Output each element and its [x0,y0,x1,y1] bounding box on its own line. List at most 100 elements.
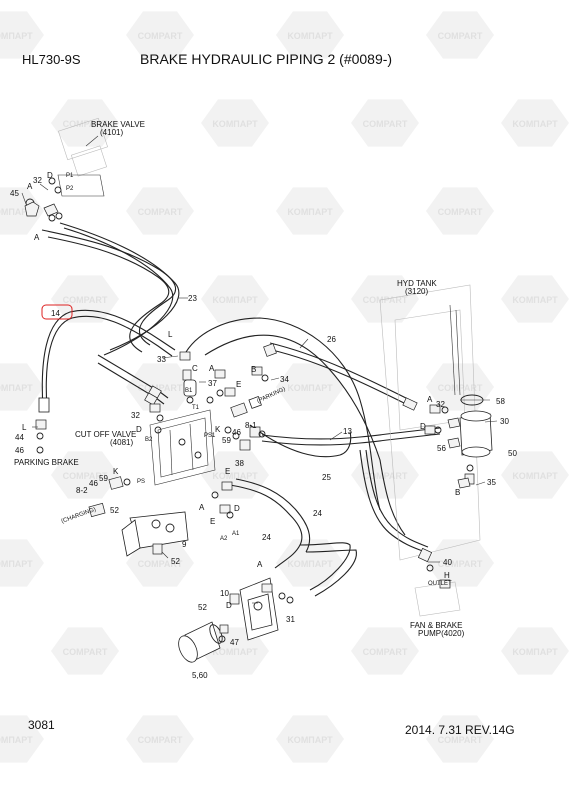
watermark-tile: KOMПАРТ [201,275,269,323]
watermark-tile: KOMПАРТ [201,451,269,499]
callout-a: A [34,233,40,242]
watermark-tile: KOMПАРТ [276,363,344,411]
watermark-text: COMPART [138,31,183,41]
watermark-text: COMPART [363,471,408,481]
watermark-text: COMPART [63,471,108,481]
watermark-tile: COMPART [426,539,494,587]
port-t1: T1 [192,405,200,411]
pump-label: FAN & BRAKE [410,621,462,630]
watermark-tile: KOMПАРТ [0,539,44,587]
hose-to-pump [359,449,429,553]
port-p2: P2 [66,186,74,192]
callout-k: K [215,425,221,434]
callout-e: E [236,380,241,389]
watermark-tile: KOMПАРТ [0,715,44,763]
cut-off-valve-label: CUT OFF VALVE [75,430,136,439]
left-fittings [35,403,164,518]
callout-34: 34 [280,375,289,384]
watermark-text: KOMПАРТ [212,471,258,481]
watermark-text: KOMПАРТ [287,31,333,41]
revision-date: 2014. 7.31 REV.14G [405,723,515,737]
bracket-9 [121,511,189,557]
callout-a: A [427,395,433,404]
model-code: HL730-9S [22,52,81,67]
watermark-text: COMPART [438,207,483,217]
watermark-tile: KOMПАРТ [201,627,269,675]
hose-26 [185,317,413,536]
callout-9: 9 [182,540,187,549]
callout-46: 46 [15,446,24,455]
watermark-text: KOMПАРТ [212,295,258,305]
watermark-text: COMPART [438,31,483,41]
hyd-tank-code: (3120) [405,287,428,296]
watermark-text: KOMПАРТ [0,383,33,393]
callout-52: 52 [110,506,119,515]
callout-b: B [251,365,256,374]
watermark-text: KOMПАРТ [0,31,33,41]
cut-off-valve-block [149,409,216,486]
port-b1: B1 [185,388,193,394]
accumulator-5 [178,621,229,663]
return-filter-30 [447,394,493,489]
watermark-text: COMPART [438,383,483,393]
port-b2: B2 [145,437,153,443]
watermark-text: COMPART [438,559,483,569]
callout-a: A [209,364,215,373]
callout-33: 33 [157,355,166,364]
callout-32: 32 [436,400,445,409]
callout-32: 32 [33,176,42,185]
watermark-tile: COMPART [126,539,194,587]
watermark-tile: KOMПАРТ [0,187,44,235]
watermark-tile: COMPART [126,715,194,763]
watermark-tile: KOMПАРТ [501,627,569,675]
callout-8-2: 8-2 [76,486,88,495]
callout-35: 35 [487,478,496,487]
page-title: BRAKE HYDRAULIC PIPING 2 (#0089-) [140,51,393,67]
watermark-text: KOMПАРТ [0,207,33,217]
labels: BRAKE VALVE (4101) HYD TANK (3120) CUT O… [10,120,517,680]
callout-58: 58 [496,397,505,406]
outlet-label: OUTLET [428,581,452,587]
callout-52: 52 [198,603,207,612]
callout-59: 59 [99,474,108,483]
watermark-text: KOMПАРТ [287,735,333,745]
watermark-text: KOMПАРТ [512,119,558,129]
callout-40: 40 [443,558,452,567]
callout-e: E [210,517,215,526]
watermark-text: COMPART [63,295,108,305]
callout-37: 37 [208,379,217,388]
watermark-text: COMPART [63,119,108,129]
hose-24 [229,478,357,597]
callout-56: 56 [437,444,446,453]
watermark-tile: KOMПАРТ [501,99,569,147]
callout-a: A [199,503,205,512]
pump-bracket-10 [229,577,294,641]
watermark-text: KOMПАРТ [287,383,333,393]
watermark-tile: COMPART [51,275,119,323]
parking-label: (PARKING) [256,386,286,404]
watermark-tile: KOMПАРТ [501,275,569,323]
watermark-text: COMPART [363,647,408,657]
callout-d: D [136,425,142,434]
callout-46: 46 [232,428,241,437]
watermark-text: COMPART [363,295,408,305]
callout-d: D [226,601,232,610]
watermark-tile: COMPART [351,627,419,675]
callout-a: A [27,182,33,191]
brake-valve-code: (4101) [100,128,123,137]
watermark-text: COMPART [138,383,183,393]
callout-59: 59 [222,436,231,445]
port-a1: A1 [232,531,240,537]
watermark-tile: COMPART [126,363,194,411]
callout-d: D [47,171,53,180]
watermark-text: COMPART [138,207,183,217]
brake-lines [97,354,169,406]
callout-d: D [420,422,426,431]
watermark-text: KOMПАРТ [287,207,333,217]
hyd-tank-label: HYD TANK [397,279,437,288]
watermark-tile: COMPART [426,363,494,411]
watermark-tile: COMPART [126,11,194,59]
hose-14 [38,309,176,413]
